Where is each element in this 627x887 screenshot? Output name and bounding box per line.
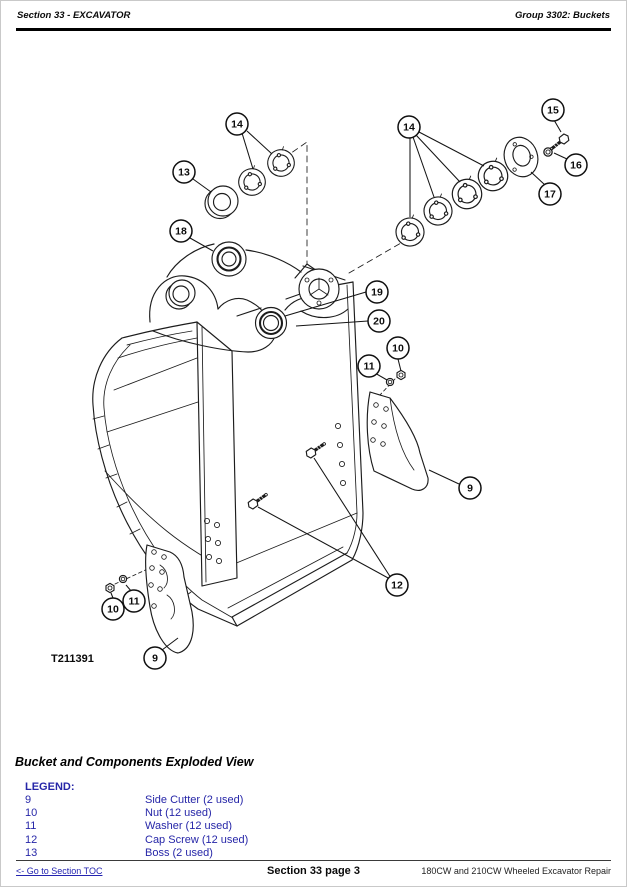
- legend-row: 9 Side Cutter (2 used): [25, 794, 425, 807]
- svg-text:19: 19: [371, 287, 383, 299]
- callout-14-left: 14: [225, 112, 249, 136]
- legend-row: 10 Nut (12 used): [25, 807, 425, 820]
- shim-washers-right: [392, 155, 512, 250]
- svg-text:13: 13: [178, 167, 190, 179]
- svg-text:16: 16: [570, 160, 582, 172]
- legend-item-desc: Washer (12 used): [145, 820, 233, 833]
- legend-item-desc: Cap Screw (12 used): [145, 833, 249, 846]
- callout-10-right: 10: [386, 336, 410, 360]
- svg-text:20: 20: [373, 316, 385, 328]
- legend-item-desc: Side Cutter (2 used): [145, 794, 244, 806]
- shim-washers-left: [234, 144, 298, 199]
- svg-text:15: 15: [547, 105, 559, 117]
- page-footer: <- Go to Section TOC Section 33 page 3 1…: [16, 865, 611, 877]
- header-group-label: Group 3302: Buckets: [514, 10, 610, 21]
- callout-16: 16: [564, 153, 588, 177]
- callout-13: 13: [172, 160, 196, 184]
- footer-page-label: Section 33 page 3: [267, 865, 360, 877]
- exploded-view-diagram: 13 14 14 15 16 17 18 19 20 10 11 9 12 10…: [92, 98, 588, 670]
- legend-row: 12 Cap Screw (12 used): [25, 834, 425, 847]
- header-section-label: Section 33 - EXCAVATOR: [17, 10, 131, 21]
- side-cutter-left: [145, 517, 223, 654]
- svg-text:14: 14: [403, 122, 415, 134]
- callout-17: 17: [538, 182, 562, 206]
- svg-text:9: 9: [152, 653, 158, 665]
- svg-text:9: 9: [467, 483, 473, 495]
- svg-text:12: 12: [391, 580, 403, 592]
- page-header: Section 33 - EXCAVATOR Group 3302: Bucke…: [17, 10, 610, 21]
- toc-link[interactable]: <- Go to Section TOC: [16, 866, 103, 876]
- legend-row: 13 Boss (2 used): [25, 847, 425, 860]
- nut-washer-right: [385, 369, 406, 387]
- callout-10-left: 10: [101, 597, 125, 621]
- svg-text:18: 18: [175, 226, 187, 238]
- leader-lines: [110, 119, 568, 651]
- legend-item-desc: Boss (2 used): [145, 846, 213, 859]
- callout-19: 19: [365, 280, 389, 304]
- exploded-view-figure: 13 14 14 15 16 17 18 19 20 10 11 9 12 10…: [1, 1, 626, 761]
- bracket-assembly: [149, 241, 349, 353]
- svg-text:14: 14: [231, 119, 243, 131]
- legend-item-number: 12: [25, 833, 38, 846]
- legend-title: LEGEND:: [25, 781, 75, 793]
- svg-text:10: 10: [392, 343, 404, 355]
- callout-18: 18: [169, 219, 193, 243]
- legend-item-number: 10: [25, 807, 38, 820]
- cap-screw-part-15: [546, 131, 573, 155]
- legend-item-number: 13: [25, 846, 38, 859]
- end-plate-part-17: [503, 136, 539, 178]
- svg-text:11: 11: [128, 596, 139, 608]
- header-rule: [16, 28, 611, 31]
- callout-15: 15: [541, 98, 565, 122]
- figure-caption: Bucket and Components Exploded View: [15, 755, 254, 769]
- svg-text:11: 11: [363, 361, 374, 373]
- nut-washer-left: [105, 574, 128, 594]
- callout-20: 20: [367, 309, 391, 333]
- callout-12: 12: [385, 573, 409, 597]
- legend-item-number: 9: [25, 794, 32, 806]
- bucket-body: [92, 281, 364, 627]
- boss-part-13: [204, 185, 239, 220]
- side-cutter-right: [334, 391, 429, 491]
- callout-9-right: 9: [458, 476, 482, 500]
- figure-id: T211391: [51, 653, 94, 665]
- legend: LEGEND: 9 Side Cutter (2 used) 10 Nut (1…: [25, 781, 425, 860]
- footer-rule: [16, 860, 611, 861]
- footer-model-label: 180CW and 210CW Wheeled Excavator Repair: [421, 866, 611, 876]
- callout-14-right: 14: [397, 115, 421, 139]
- callout-9-left: 9: [143, 646, 167, 670]
- svg-text:10: 10: [107, 604, 119, 616]
- legend-row: 11 Washer (12 used): [25, 820, 425, 833]
- cap-screws-12: [245, 438, 330, 512]
- callouts: 13 14 14 15 16 17 18 19 20 10 11 9 12 10…: [101, 98, 588, 670]
- callout-11-right: 11: [357, 354, 381, 378]
- washer-part-16: [543, 147, 553, 157]
- svg-text:17: 17: [544, 189, 556, 201]
- legend-item-number: 11: [25, 820, 37, 833]
- legend-item-desc: Nut (12 used): [145, 807, 212, 820]
- callout-11-left: 11: [122, 589, 146, 613]
